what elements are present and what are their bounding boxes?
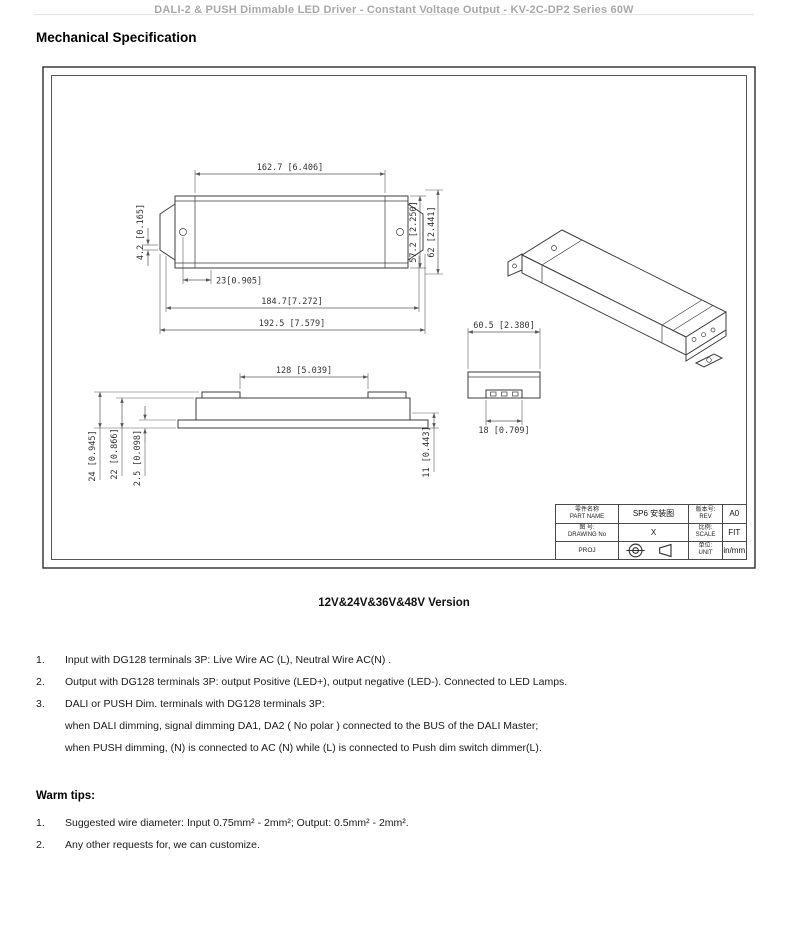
tb-scale-label: 比例: SCALE (688, 522, 722, 541)
iso-view (507, 229, 728, 368)
version-label: 12V&24V&36V&48V Version (318, 597, 470, 609)
note-number: 1. (36, 654, 45, 666)
tb-unit-value: in/mm (722, 540, 746, 559)
note-number (36, 718, 65, 734)
tb-part-name-label: 零件名称 PART NAME (569, 506, 605, 520)
note-text: Suggested wire diameter: Input 0.75mm² -… (65, 817, 409, 829)
note-number: 2. (36, 676, 45, 688)
note-number: 1. (36, 817, 45, 829)
doc-header: DALI-2 & PUSH Dimmable LED Driver - Cons… (34, 0, 754, 15)
warm-tip-1: 1. Suggested wire diameter: Input 0.75mm… (36, 815, 760, 831)
end-view-dimensions: 60.5 [2.380] 18 [0.709] (467, 321, 541, 436)
mechanical-drawing: 162.7 [6.406] 57.2 [2.250] 62 [2.441] 4.… (42, 66, 756, 569)
section-title: Mechanical Specification (36, 30, 197, 45)
tb-proj-label: PROJ (556, 540, 618, 559)
note-item-3: 3. DALI or PUSH Dim. terminals with DG12… (36, 696, 760, 712)
dim-body-height: 57.2 [2.250] (409, 201, 419, 262)
title-block: 零件名称 PART NAME SP6 安装图 版本号: REV A0 图 号: … (555, 503, 747, 560)
frame-inner-border (51, 75, 747, 560)
tb-part-name-value: SP6 安装图 (618, 504, 688, 523)
dim-mount-width: 184.7[7.272] (261, 297, 322, 307)
top-view (159, 195, 424, 269)
note-item-3-cont-1: when DALI dimming, signal dimming DA1, D… (36, 718, 760, 734)
dim-top-width: 162.7 [6.406] (257, 163, 324, 173)
note-text: DALI or PUSH Dim. terminals with DG128 t… (65, 698, 325, 710)
dim-hole-offset: 23[0.905] (216, 277, 262, 287)
tb-drawing-no-value: X (618, 522, 688, 541)
end-view (467, 371, 541, 399)
note-item-2: 2. Output with DG128 terminals 3P: outpu… (36, 674, 760, 690)
tb-drawing-no-label: 图 号: DRAWING No (556, 522, 618, 541)
note-text: Any other requests for, we can customize… (65, 839, 260, 851)
drawing-canvas: 162.7 [6.406] 57.2 [2.250] 62 [2.441] 4.… (42, 66, 756, 569)
warm-tips: Warm tips: 1. Suggested wire diameter: I… (36, 790, 760, 859)
warm-tip-2: 2. Any other requests for, we can custom… (36, 837, 760, 853)
note-item-3-cont-2: when PUSH dimming, (N) is connected to A… (36, 740, 760, 756)
dim-side-plate-height: 2.5 [0.098] (133, 430, 143, 486)
side-view-dimensions: 128 [5.039] 24 [0.945] 22 [0.866] 2.5 [0… (88, 366, 439, 486)
third-angle-projection-icon (625, 543, 672, 557)
note-text: when DALI dimming, signal dimming DA1, D… (65, 720, 539, 732)
frame-outer-border (42, 66, 756, 569)
dim-side-body-height: 22 [0.866] (110, 428, 120, 479)
note-text: when PUSH dimming, (N) is connected to A… (65, 742, 542, 754)
tb-projection-symbols (618, 540, 688, 559)
notes-list: 1. Input with DG128 terminals 3P: Live W… (36, 652, 760, 762)
note-text: Input with DG128 terminals 3P: Live Wire… (65, 654, 392, 666)
note-item-1: 1. Input with DG128 terminals 3P: Live W… (36, 652, 760, 668)
dim-overall-height: 62 [2.441] (427, 206, 437, 257)
tb-unit-label: 单位: UNIT (688, 540, 722, 559)
cone-projection-icon (658, 543, 672, 557)
note-text: Output with DG128 terminals 3P: output P… (65, 676, 568, 688)
top-view-dimensions: 162.7 [6.406] 57.2 [2.250] 62 [2.441] 4.… (136, 163, 443, 334)
tb-rev-label: 版本号: REV (688, 504, 722, 523)
note-number: 2. (36, 839, 45, 851)
doc-title: DALI-2 & PUSH Dimmable LED Driver - Cons… (154, 4, 634, 15)
dim-terminal-width: 18 [0.709] (478, 426, 529, 436)
tb-scale-value: FIT (722, 522, 746, 541)
dim-end-width: 60.5 [2.380] (473, 321, 534, 331)
dim-side-end-height: 11 [0.443] (422, 426, 432, 477)
dim-overall-width: 192.5 [7.579] (259, 319, 326, 329)
dim-base-width: 128 [5.039] (276, 366, 332, 376)
tb-rev-value: A0 (722, 504, 746, 523)
note-number: 3. (36, 698, 45, 710)
note-number (36, 740, 65, 756)
dim-side-overall-height: 24 [0.945] (88, 430, 98, 481)
side-view (177, 391, 429, 429)
warm-tips-title: Warm tips: (36, 790, 95, 802)
dim-ear-thickness: 4.2 [0.165] (136, 204, 146, 260)
